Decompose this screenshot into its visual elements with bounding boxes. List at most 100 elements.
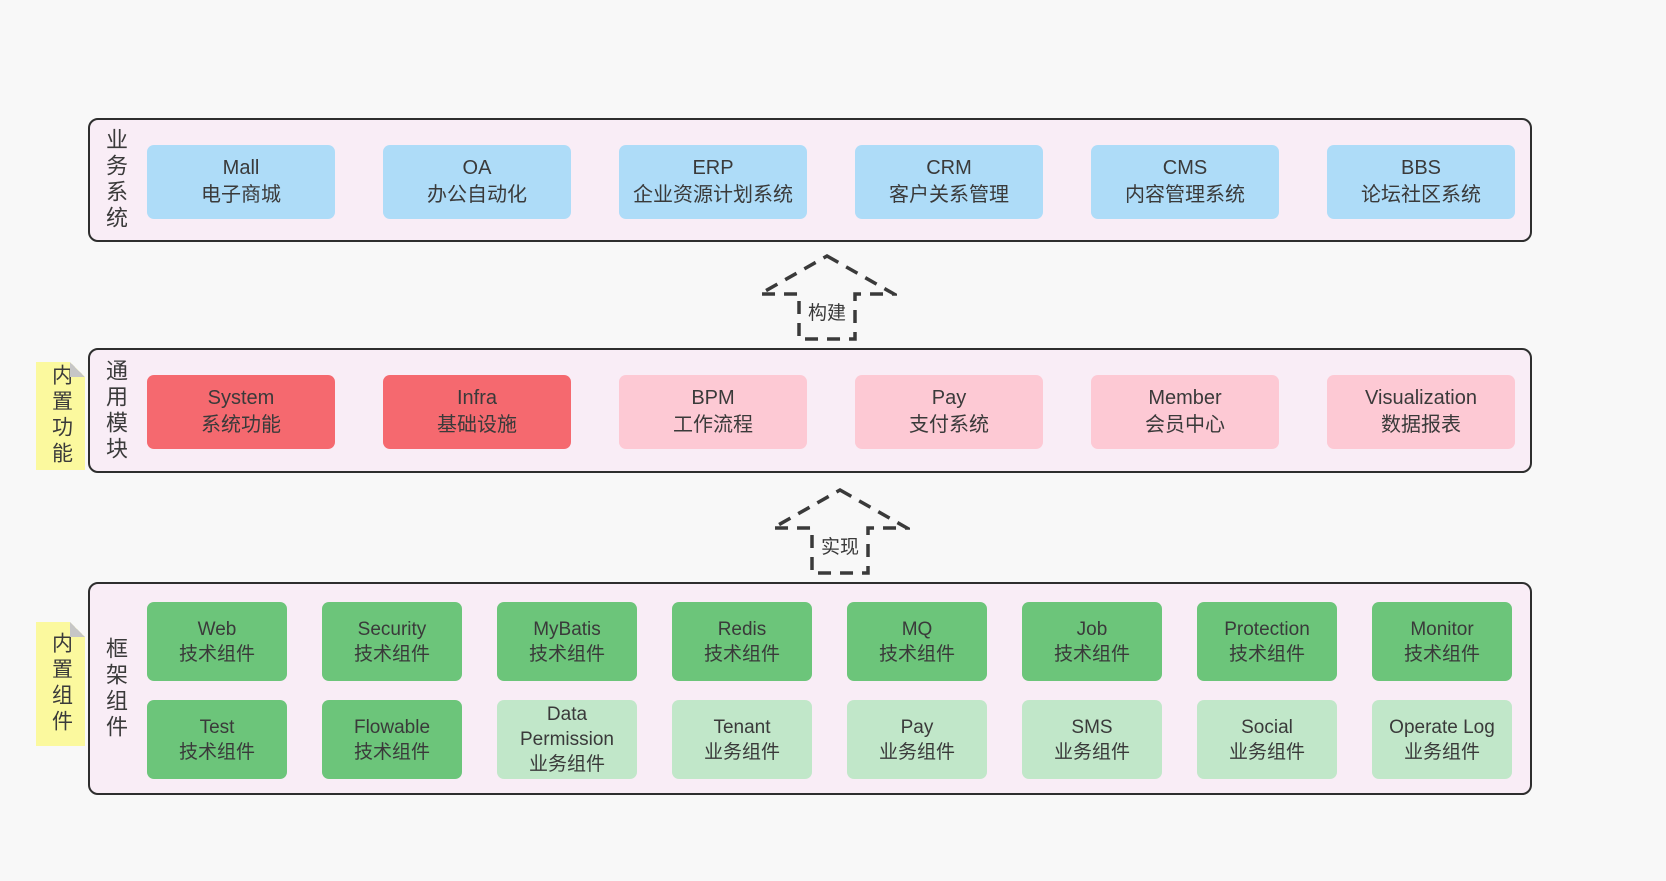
module-box-web: Web 技术组件 bbox=[147, 602, 287, 681]
module-box-cms: CMS 内容管理系统 bbox=[1091, 145, 1279, 219]
module-desc: 技术组件 bbox=[703, 643, 780, 665]
module-box-pay: Pay 业务组件 bbox=[847, 700, 987, 779]
module-box-tenant: Tenant 业务组件 bbox=[672, 700, 812, 779]
module-desc: 技术组件 bbox=[353, 741, 430, 763]
module-name: Flowable bbox=[353, 716, 431, 738]
module-name: Social bbox=[1241, 716, 1293, 738]
module-box-data-permission: Data Permission 业务组件 bbox=[497, 700, 637, 779]
module-desc: 工作流程 bbox=[673, 414, 753, 436]
module-box-monitor: Monitor 技术组件 bbox=[1372, 602, 1512, 681]
module-desc: 办公自动化 bbox=[427, 184, 527, 206]
module-name: System bbox=[207, 387, 275, 409]
module-desc: 支付系统 bbox=[909, 414, 989, 436]
module-name: CRM bbox=[926, 157, 972, 179]
module-name: Security bbox=[357, 618, 427, 640]
module-desc: 技术组件 bbox=[178, 643, 255, 665]
module-desc: 业务组件 bbox=[528, 754, 605, 775]
module-box-redis: Redis 技术组件 bbox=[672, 602, 812, 681]
module-desc: 业务组件 bbox=[1053, 741, 1130, 763]
module-box-system: System 系统功能 bbox=[147, 375, 335, 449]
module-name: Monitor bbox=[1410, 618, 1474, 640]
module-desc: 基础设施 bbox=[437, 414, 517, 436]
module-name: Redis bbox=[717, 618, 767, 640]
module-name: Visualization bbox=[1365, 387, 1477, 409]
module-desc: 客户关系管理 bbox=[889, 184, 1009, 206]
band-label-framework-components: 框架组件 bbox=[103, 636, 128, 741]
module-name: SMS bbox=[1071, 716, 1113, 738]
module-box-oa: OA 办公自动化 bbox=[383, 145, 571, 219]
module-name: BBS bbox=[1400, 157, 1442, 179]
module-desc: 技术组件 bbox=[1403, 643, 1480, 665]
build-arrow: 构建 bbox=[757, 253, 897, 343]
module-box-security: Security 技术组件 bbox=[322, 602, 462, 681]
module-name: MyBatis bbox=[533, 618, 601, 640]
sticky-note-text: 内置功能 bbox=[49, 364, 73, 468]
module-box-job: Job 技术组件 bbox=[1022, 602, 1162, 681]
module-name: Member bbox=[1148, 387, 1222, 409]
module-name: OA bbox=[462, 157, 492, 179]
module-name: Test bbox=[199, 716, 235, 738]
module-box-pay: Pay 支付系统 bbox=[855, 375, 1043, 449]
module-box-bbs: BBS 论坛社区系统 bbox=[1327, 145, 1515, 219]
module-box-test: Test 技术组件 bbox=[147, 700, 287, 779]
build-arrow-label: 构建 bbox=[804, 297, 850, 326]
module-name: Job bbox=[1076, 618, 1108, 640]
module-desc: 论坛社区系统 bbox=[1361, 184, 1481, 206]
module-desc: 技术组件 bbox=[353, 643, 430, 665]
module-box-bpm: BPM 工作流程 bbox=[619, 375, 807, 449]
implement-arrow: 实现 bbox=[770, 487, 910, 577]
sticky-note-text: 内置组件 bbox=[49, 632, 73, 736]
module-box-sms: SMS 业务组件 bbox=[1022, 700, 1162, 779]
module-desc: 电子商城 bbox=[201, 184, 281, 206]
module-desc: 技术组件 bbox=[178, 741, 255, 763]
module-box-mall: Mall 电子商城 bbox=[147, 145, 335, 219]
module-name: ERP bbox=[692, 157, 734, 179]
module-box-crm: CRM 客户关系管理 bbox=[855, 145, 1043, 219]
implement-arrow-label: 实现 bbox=[817, 531, 863, 560]
module-desc: 业务组件 bbox=[703, 741, 780, 763]
module-box-flowable: Flowable 技术组件 bbox=[322, 700, 462, 779]
module-desc: 技术组件 bbox=[1053, 643, 1130, 665]
band-label-business-systems: 业务系统 bbox=[103, 128, 128, 232]
module-name: Tenant bbox=[713, 716, 771, 738]
module-name: MQ bbox=[901, 618, 933, 640]
band-label-common-modules: 通用模块 bbox=[103, 358, 128, 463]
module-box-operate-log: Operate Log 业务组件 bbox=[1372, 700, 1512, 779]
module-name: Pay bbox=[931, 387, 967, 409]
module-name: Mall bbox=[222, 157, 260, 179]
module-desc: 系统功能 bbox=[201, 414, 281, 436]
module-box-mybatis: MyBatis 技术组件 bbox=[497, 602, 637, 681]
module-box-protection: Protection 技术组件 bbox=[1197, 602, 1337, 681]
module-name: Web bbox=[197, 618, 237, 640]
module-desc: 技术组件 bbox=[1228, 643, 1305, 665]
module-name: Data Permission bbox=[520, 704, 614, 750]
module-name: Pay bbox=[900, 716, 934, 738]
module-name: CMS bbox=[1162, 157, 1208, 179]
module-name: BPM bbox=[691, 387, 735, 409]
module-desc: 内容管理系统 bbox=[1125, 184, 1245, 206]
module-box-member: Member 会员中心 bbox=[1091, 375, 1279, 449]
dashed-up-arrow-icon bbox=[770, 487, 910, 575]
sticky-note-built-in-features: 内置功能 bbox=[36, 362, 85, 470]
module-name: Operate Log bbox=[1389, 716, 1495, 738]
module-box-visualization: Visualization 数据报表 bbox=[1327, 375, 1515, 449]
sticky-note-built-in-components: 内置组件 bbox=[36, 622, 85, 746]
module-desc: 数据报表 bbox=[1381, 414, 1461, 436]
module-desc: 业务组件 bbox=[878, 741, 955, 763]
module-name: Protection bbox=[1224, 618, 1310, 640]
module-desc: 业务组件 bbox=[1403, 741, 1480, 763]
module-desc: 会员中心 bbox=[1145, 414, 1225, 436]
module-desc: 技术组件 bbox=[528, 643, 605, 665]
